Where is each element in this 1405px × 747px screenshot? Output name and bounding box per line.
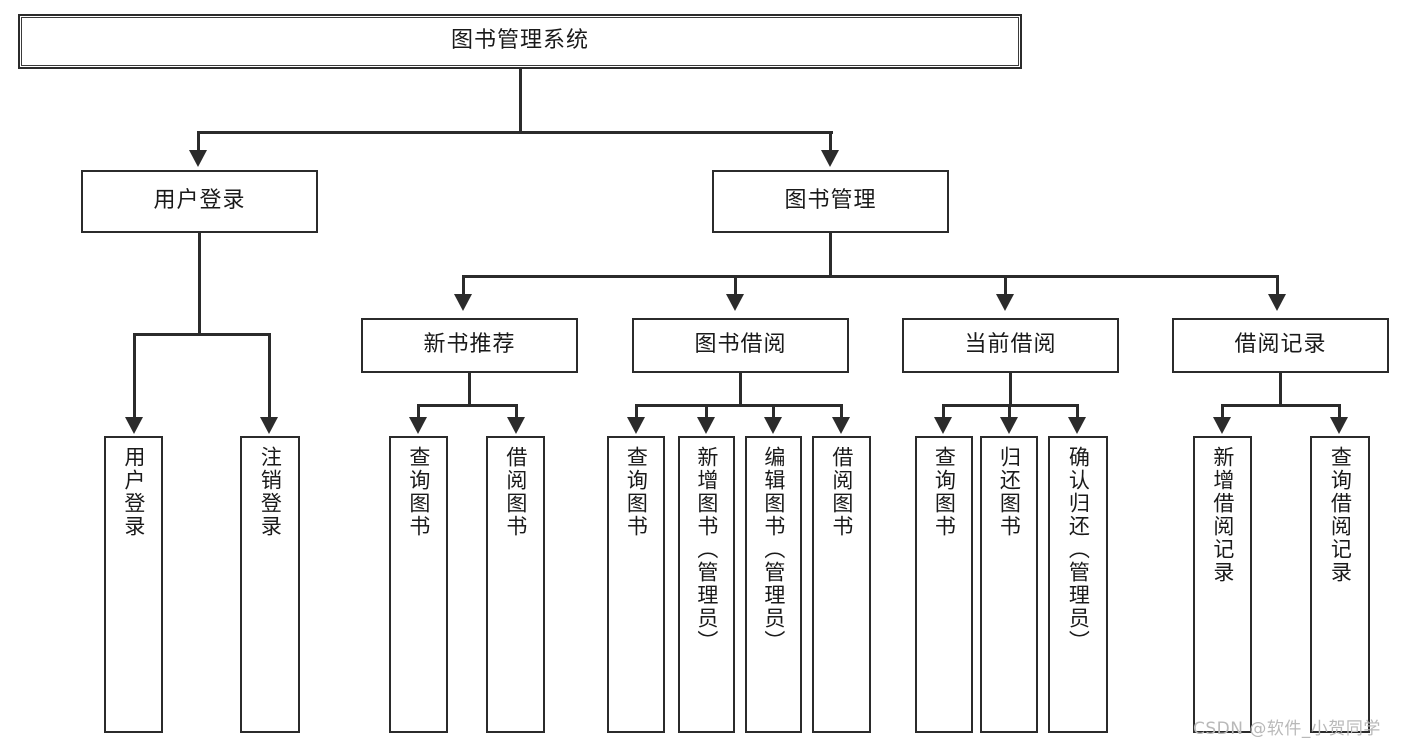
connector-book-borrow-bus: [635, 404, 842, 407]
node-current-borrow[interactable]: 当前借阅: [902, 318, 1119, 373]
connector-new-book-stem: [468, 373, 471, 406]
arrow-to-leaf-logout: [260, 417, 278, 434]
connector-user-login-drop-1: [133, 333, 136, 419]
node-label: 借阅记录: [1234, 332, 1327, 358]
node-label: 借阅图书: [503, 446, 528, 538]
leaf-confirm-return-admin[interactable]: 确认归还（管理员）: [1048, 436, 1108, 733]
connector-root-bus: [197, 131, 833, 134]
connector-root-stem: [519, 69, 522, 132]
node-label: 注销登录: [258, 446, 283, 538]
node-label: 图书管理系统: [450, 28, 589, 54]
leaf-edit-book-admin[interactable]: 编辑图书（管理员）: [745, 436, 802, 733]
connector-new-book-drop-2: [515, 404, 518, 419]
connector-user-login-stem: [198, 233, 201, 335]
leaf-add-book-admin[interactable]: 新增图书（管理员）: [678, 436, 735, 733]
arrow-to-leaf-borrow-book-1: [507, 417, 525, 434]
leaf-borrow-book-recommend[interactable]: 借阅图书: [486, 436, 545, 733]
connector-borrow-record-bus: [1221, 404, 1339, 407]
connector-level3-drop-2: [734, 275, 737, 297]
node-label: 查询图书: [932, 446, 957, 538]
node-label: 确认归还（管理员）: [1066, 446, 1091, 653]
connector-current-borrow-drop-3: [1076, 404, 1079, 419]
leaf-logout[interactable]: 注销登录: [240, 436, 300, 733]
node-label: 用户登录: [153, 188, 246, 214]
leaf-query-book-recommend[interactable]: 查询图书: [389, 436, 448, 733]
connector-borrow-record-drop-1: [1221, 404, 1224, 419]
connector-book-borrow-drop-1: [635, 404, 638, 419]
node-label: 查询图书: [406, 446, 431, 538]
node-new-book-recommend[interactable]: 新书推荐: [361, 318, 578, 373]
arrow-to-user-login: [189, 150, 207, 167]
connector-borrow-record-stem: [1279, 373, 1282, 406]
connector-level3-drop-1: [462, 275, 465, 297]
arrow-to-leaf-edit-book: [764, 417, 782, 434]
connector-borrow-record-drop-2: [1338, 404, 1341, 419]
connector-level3-drop-3: [1004, 275, 1007, 297]
arrow-to-borrow-record: [1268, 294, 1286, 311]
arrow-to-leaf-query-book-1: [409, 417, 427, 434]
arrow-to-leaf-query-book-2: [627, 417, 645, 434]
connector-new-book-bus: [417, 404, 518, 407]
arrow-to-current-borrow: [996, 294, 1014, 311]
connector-book-borrow-drop-3: [772, 404, 775, 419]
node-borrow-record[interactable]: 借阅记录: [1172, 318, 1389, 373]
leaf-query-book-current[interactable]: 查询图书: [915, 436, 973, 733]
connector-user-login-bus: [133, 333, 271, 336]
leaf-borrow-book[interactable]: 借阅图书: [812, 436, 871, 733]
connector-book-borrow-drop-4: [840, 404, 843, 419]
connector-book-borrow-stem: [739, 373, 742, 406]
node-label: 图书管理: [784, 188, 877, 214]
node-label: 查询图书: [624, 446, 649, 538]
arrow-to-leaf-user-login: [125, 417, 143, 434]
leaf-add-borrow-record[interactable]: 新增借阅记录: [1193, 436, 1252, 733]
arrow-to-leaf-query-record: [1330, 417, 1348, 434]
node-label: 编辑图书（管理员）: [761, 446, 786, 653]
connector-user-login-drop-2: [268, 333, 271, 419]
arrow-to-leaf-add-book: [697, 417, 715, 434]
connector-current-borrow-drop-2: [1008, 404, 1011, 419]
node-label: 归还图书: [997, 446, 1022, 538]
node-label: 新书推荐: [423, 332, 516, 358]
node-user-login[interactable]: 用户登录: [81, 170, 318, 233]
connector-level3-bus: [462, 275, 1279, 278]
connector-book-management-stem: [829, 233, 832, 277]
node-label: 用户登录: [121, 446, 146, 538]
csdn-watermark: CSDN @软件_小贺同学: [1193, 719, 1381, 739]
arrow-to-new-book-recommend: [454, 294, 472, 311]
node-label: 借阅图书: [829, 446, 854, 538]
leaf-query-borrow-record[interactable]: 查询借阅记录: [1310, 436, 1370, 733]
node-book-management[interactable]: 图书管理: [712, 170, 949, 233]
node-label: 查询借阅记录: [1328, 446, 1353, 584]
connector-current-borrow-drop-1: [942, 404, 945, 419]
leaf-user-login[interactable]: 用户登录: [104, 436, 163, 733]
arrow-to-leaf-confirm-return: [1068, 417, 1086, 434]
arrow-to-book-management: [821, 150, 839, 167]
arrow-to-leaf-add-record: [1213, 417, 1231, 434]
node-book-borrow[interactable]: 图书借阅: [632, 318, 849, 373]
arrow-to-leaf-borrow-book-2: [832, 417, 850, 434]
node-root-book-management-system[interactable]: 图书管理系统: [18, 14, 1022, 69]
arrow-to-leaf-query-book-3: [934, 417, 952, 434]
arrow-to-leaf-return-book: [1000, 417, 1018, 434]
connector-book-borrow-drop-2: [705, 404, 708, 419]
connector-new-book-drop-1: [417, 404, 420, 419]
leaf-return-book[interactable]: 归还图书: [980, 436, 1038, 733]
node-label: 当前借阅: [964, 332, 1057, 358]
connector-root-drop-1: [197, 131, 200, 153]
connector-root-drop-2: [829, 131, 832, 153]
node-label: 图书借阅: [694, 332, 787, 358]
arrow-to-book-borrow: [726, 294, 744, 311]
node-label: 新增借阅记录: [1210, 446, 1235, 584]
connector-current-borrow-stem: [1009, 373, 1012, 406]
leaf-query-book-borrow[interactable]: 查询图书: [607, 436, 665, 733]
node-label: 新增图书（管理员）: [694, 446, 719, 653]
connector-level3-drop-4: [1276, 275, 1279, 297]
